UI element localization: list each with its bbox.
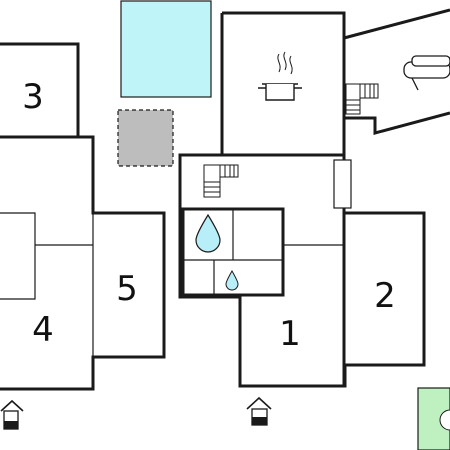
terrace-area — [117, 109, 174, 167]
pool-area — [120, 0, 212, 98]
staircase-icon — [203, 164, 239, 198]
entrance-icon — [246, 396, 272, 426]
right-building-wall — [178, 11, 426, 388]
room-5-label: 5 — [116, 269, 138, 309]
water-drop-icon — [195, 213, 221, 253]
living-wing-wall — [343, 8, 450, 135]
room-4-label: 4 — [32, 310, 54, 350]
inner-room-wall — [0, 212, 36, 300]
room-2-label: 2 — [374, 276, 396, 316]
sofa-icon — [403, 55, 450, 91]
staircase-icon — [345, 83, 379, 115]
left-building-wall — [0, 42, 166, 391]
bathroom-wall — [181, 207, 285, 297]
room-1-label: 1 — [279, 314, 301, 354]
kitchen-pot-icon — [258, 51, 302, 101]
water-drop-icon — [225, 269, 239, 291]
entrance-icon — [0, 399, 24, 430]
tree-icon — [439, 409, 450, 431]
utility-box — [333, 159, 352, 209]
room-3-label: 3 — [22, 77, 44, 117]
